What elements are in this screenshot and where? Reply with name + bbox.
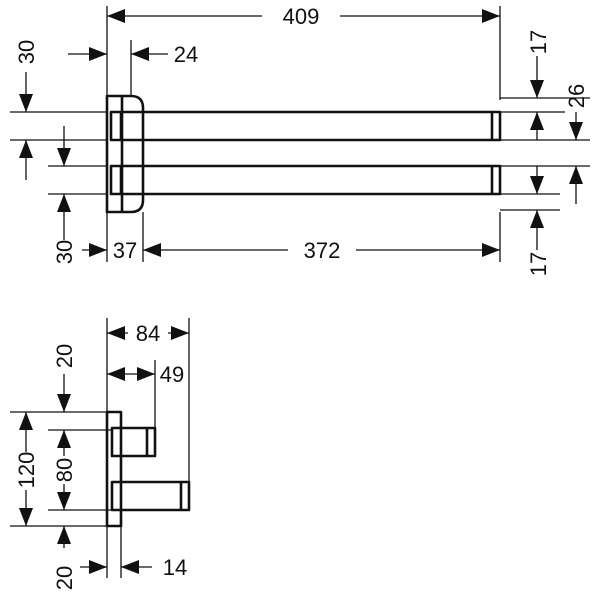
- dim-wall-bracket-offset-text: 30: [14, 40, 39, 64]
- dim-arm-pitch: 80: [52, 430, 77, 510]
- dim-bottom-offset: 20: [52, 526, 77, 590]
- wall-bracket-outline: [105, 94, 145, 214]
- dim-overall-length-text: 409: [283, 4, 320, 29]
- dim-bracket-offset-bottom-text: 30: [52, 240, 77, 264]
- dim-arm-spacing-text: 26: [564, 84, 589, 108]
- dim-bracket-height-text-bg: [16, 452, 36, 490]
- dim-arm-projection-text: 49: [160, 362, 184, 387]
- dim-arm-projection: 49: [107, 362, 184, 387]
- dim-plate-thickness: 14: [80, 555, 187, 580]
- side-view: 84 49 20 120 80: [10, 318, 191, 590]
- extension-lines: [10, 6, 590, 262]
- dim-bottom-chain: 37 372: [82, 238, 500, 263]
- side-arm-upper: [110, 426, 157, 458]
- dim-bracket-height: 120: [14, 412, 39, 526]
- side-extension-lines: [10, 318, 190, 578]
- dim-total-projection: 84: [107, 321, 189, 346]
- dim-arm-spacing: 26: [564, 84, 589, 204]
- side-arm-lower: [110, 480, 191, 512]
- dim-arm-thickness-top-text: 17: [526, 30, 551, 54]
- dim-bracket-depth: 24: [68, 42, 198, 67]
- dim-hinge-width-text: 37: [113, 238, 137, 263]
- top-view: 409 30 24 30: [10, 4, 590, 276]
- dim-bracket-height-text: 120: [14, 452, 39, 489]
- dim-wall-bracket-offset: 30: [14, 40, 39, 180]
- dim-arm-pitch-text-bg: [54, 456, 74, 484]
- dim-arm-pitch-text: 80: [52, 458, 77, 482]
- dim-plate-thickness-text: 14: [163, 555, 187, 580]
- dim-arm-length-text: 372: [304, 238, 341, 263]
- dim-top-offset: 20: [52, 344, 77, 412]
- dim-arm-thickness-bottom: 17: [526, 166, 551, 276]
- towel-arm-upper: [122, 110, 502, 142]
- towel-arm-lower: [122, 164, 502, 196]
- dim-arm-thickness-top: 17: [526, 30, 551, 140]
- dim-total-projection-text: 84: [136, 321, 160, 346]
- dim-bracket-offset-bottom: 30: [52, 240, 77, 264]
- dim-bottom-offset-text: 20: [52, 566, 77, 590]
- dim-top-offset-text: 20: [52, 344, 77, 368]
- dim-overall-length: 409: [107, 4, 500, 29]
- hinge-lower: [109, 164, 123, 196]
- dim-bracket-depth-text: 24: [174, 42, 198, 67]
- hinge-upper: [109, 110, 123, 142]
- dim-arm-thickness-bottom-text: 17: [526, 252, 551, 276]
- dim-arm-gap-left: [57, 126, 71, 240]
